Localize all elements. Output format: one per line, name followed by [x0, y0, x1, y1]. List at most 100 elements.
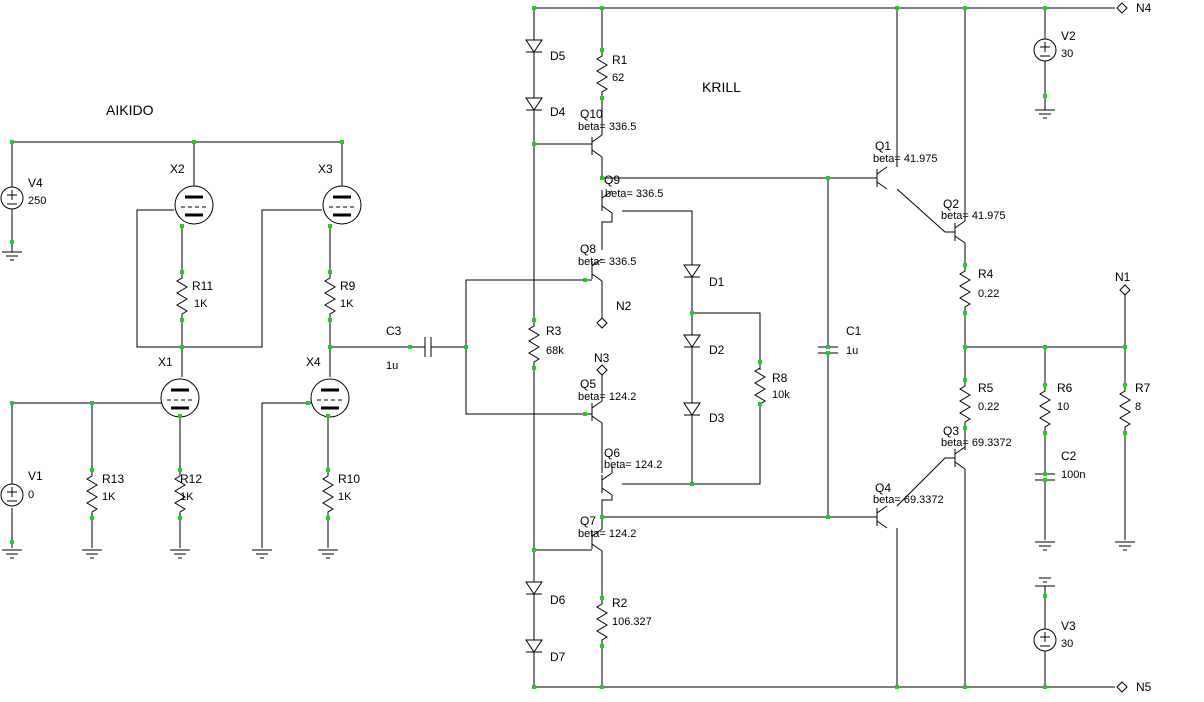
label-N2: N2 — [616, 299, 632, 313]
tube-X3 — [321, 184, 363, 226]
value-R7: 8 — [1135, 401, 1141, 413]
label-Q9: Q9 — [604, 173, 620, 187]
voltage-source-V3 — [1033, 628, 1057, 652]
label-D5: D5 — [550, 49, 566, 63]
value-R12: 1K — [180, 491, 194, 503]
label-Q8: Q8 — [580, 242, 596, 256]
label-R6: R6 — [1057, 381, 1073, 395]
node-N4 — [1116, 2, 1128, 14]
ground-R10 — [317, 549, 339, 559]
ground-V2 — [1034, 109, 1056, 119]
beta-Q7: beta= 124.2 — [578, 528, 636, 540]
label-R9: R9 — [340, 279, 356, 293]
resistor-R13 — [86, 469, 98, 519]
value-R9: 1K — [340, 298, 354, 310]
beta-Q9: beta= 336.5 — [605, 188, 663, 200]
label-R3: R3 — [546, 324, 562, 338]
label-V2: V2 — [1061, 29, 1076, 43]
beta-Q8: beta= 336.5 — [578, 256, 636, 268]
transistor-Q4 — [876, 505, 888, 529]
transistor-Q1 — [876, 166, 888, 190]
label-Q2: Q2 — [943, 197, 959, 211]
label-D2: D2 — [709, 343, 725, 357]
resistor-R5 — [959, 379, 971, 429]
value-C1: 1u — [846, 345, 858, 357]
voltage-source-V4 — [0, 186, 24, 210]
beta-Q3: beta= 69.3372 — [941, 437, 1012, 449]
ground-X4-grid — [251, 549, 273, 559]
resistor-R11 — [176, 271, 188, 321]
transistor-Q5 — [591, 400, 603, 424]
transistor-Q10 — [591, 134, 603, 158]
diode-D6 — [525, 581, 543, 595]
label-R5: R5 — [978, 381, 994, 395]
label-R11: R11 — [192, 279, 213, 293]
label-Q1: Q1 — [875, 139, 891, 153]
label-R8: R8 — [772, 371, 788, 385]
label-V3: V3 — [1061, 619, 1076, 633]
ground-C2 — [1034, 541, 1056, 551]
value-R6: 10 — [1057, 401, 1069, 413]
beta-Q6: beta= 124.2 — [604, 459, 662, 471]
resistor-R4 — [959, 264, 971, 314]
ground-V4 — [1, 251, 23, 261]
label-R4: R4 — [978, 267, 994, 281]
label-D7: D7 — [550, 650, 566, 664]
transistor-Q3 — [954, 446, 966, 470]
label-C1: C1 — [846, 324, 862, 338]
ground-R12 — [169, 549, 191, 559]
label-N4: N4 — [1136, 1, 1152, 15]
ground-R7 — [1114, 541, 1136, 551]
resistor-R7 — [1119, 384, 1131, 434]
label-D4: D4 — [550, 105, 566, 119]
value-R2: 106.327 — [612, 616, 652, 628]
value-C3: 1u — [386, 360, 398, 372]
label-Q6: Q6 — [604, 446, 620, 460]
value-R13: 1K — [102, 491, 116, 503]
value-R4: 0.22 — [978, 288, 999, 300]
tube-X4 — [309, 377, 351, 419]
diode-D1 — [683, 264, 701, 278]
label-X2: X2 — [170, 162, 185, 176]
label-Q3: Q3 — [943, 424, 959, 438]
label-D3: D3 — [709, 411, 725, 425]
label-C3: C3 — [386, 324, 402, 338]
value-R1: 62 — [612, 72, 624, 84]
beta-Q10: beta= 336.5 — [578, 121, 636, 133]
krill-title: KRILL — [702, 79, 741, 95]
diode-D2 — [683, 334, 701, 348]
krill-section: KRILL D5 D4 R3 68k D6 D7 R1 62 Q10 — [465, 1, 1152, 694]
label-D1: D1 — [709, 275, 725, 289]
value-R10: 1K — [338, 491, 352, 503]
resistor-R3 — [528, 319, 540, 369]
label-X4: X4 — [306, 355, 321, 369]
value-V3: 30 — [1061, 638, 1073, 650]
node-N1 — [1119, 284, 1131, 296]
label-V1: V1 — [28, 469, 43, 483]
beta-Q2: beta= 41.975 — [941, 210, 1006, 222]
label-D6: D6 — [550, 593, 566, 607]
label-R13: R13 — [102, 472, 124, 486]
value-V1: 0 — [28, 489, 34, 501]
beta-Q5: beta= 124.2 — [578, 391, 636, 403]
aikido-title: AIKIDO — [106, 102, 154, 118]
resistor-R9 — [324, 271, 336, 321]
value-R8: 10k — [772, 389, 790, 401]
label-Q7: Q7 — [580, 514, 596, 528]
label-N1: N1 — [1115, 270, 1131, 284]
label-Q4: Q4 — [875, 481, 891, 495]
diode-D3 — [683, 402, 701, 416]
value-C2: 100n — [1061, 469, 1085, 481]
value-V4: 250 — [28, 195, 46, 207]
label-V4: V4 — [28, 176, 43, 190]
voltage-source-V2 — [1033, 38, 1057, 62]
aikido-section: AIKIDO V4 250 X2 X3 R11 1K R9 1K — [0, 102, 466, 559]
node-N3 — [596, 364, 608, 376]
beta-Q1: beta= 41.975 — [873, 153, 938, 165]
label-R2: R2 — [612, 596, 628, 610]
transistor-Q2 — [954, 220, 966, 244]
tube-X1 — [159, 377, 201, 419]
ground-V3 — [1035, 577, 1055, 587]
label-Q5: Q5 — [580, 377, 596, 391]
label-X3: X3 — [318, 162, 333, 176]
